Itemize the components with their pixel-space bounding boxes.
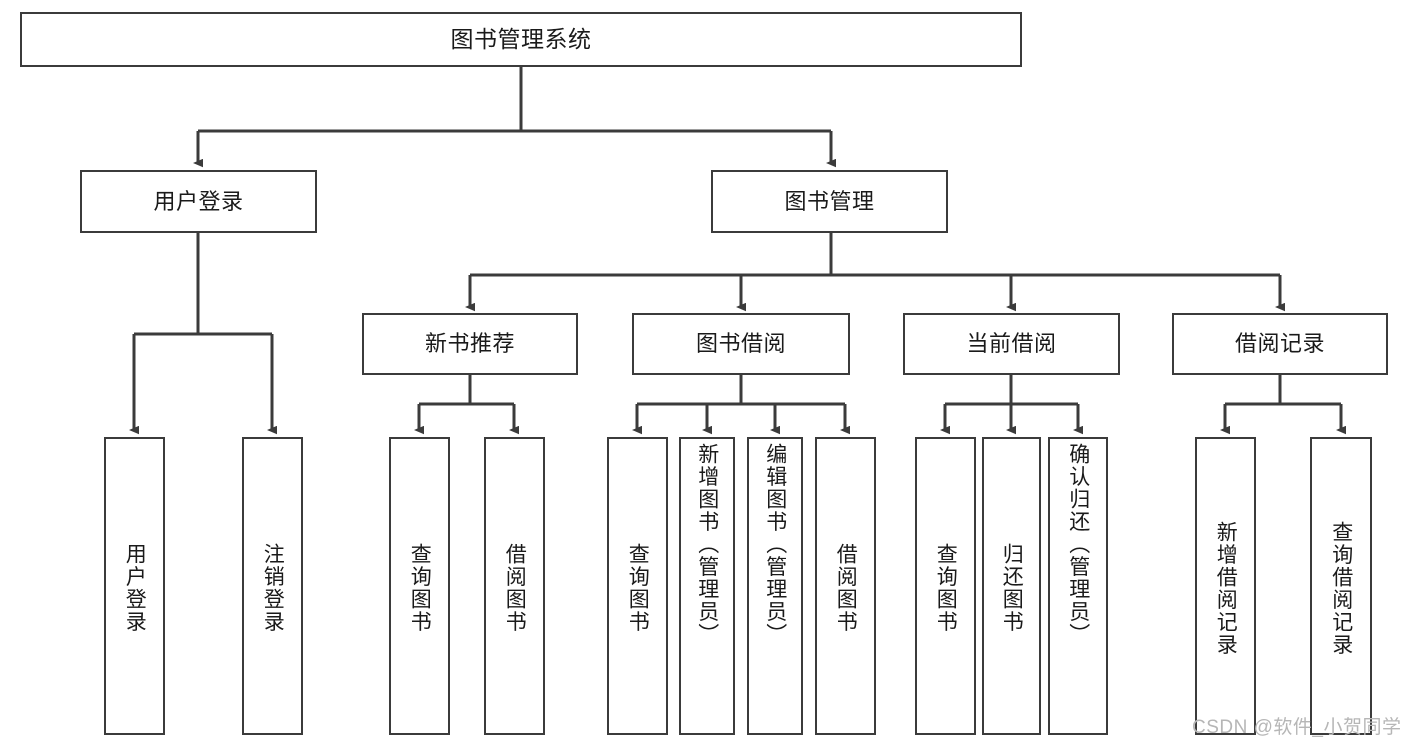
node-label: 新增图书（管理员） — [695, 443, 719, 646]
node-label: 确认归还（管理员） — [1066, 443, 1090, 646]
node-label: 借阅图书 — [503, 543, 527, 633]
node-label: 当前借阅 — [966, 331, 1057, 356]
node-label: 新书推荐 — [424, 331, 515, 356]
node-label: 图书管理系统 — [450, 26, 592, 52]
node-leaf-query-book-1[interactable]: 查询图书 — [389, 437, 450, 735]
node-label: 归还图书 — [1000, 543, 1024, 633]
node-leaf-edit-book[interactable]: 编辑图书（管理员） — [747, 437, 803, 735]
node-leaf-borrow-book-1[interactable]: 借阅图书 — [484, 437, 545, 735]
node-borrow-record[interactable]: 借阅记录 — [1172, 313, 1388, 375]
node-root-system[interactable]: 图书管理系统 — [20, 12, 1022, 67]
node-user-login[interactable]: 用户登录 — [80, 170, 317, 233]
node-label: 用户登录 — [153, 188, 244, 214]
node-leaf-query-record[interactable]: 查询借阅记录 — [1310, 437, 1372, 735]
node-current-borrow[interactable]: 当前借阅 — [903, 313, 1120, 375]
node-leaf-confirm-return[interactable]: 确认归还（管理员） — [1048, 437, 1108, 735]
node-label: 查询图书 — [408, 543, 432, 633]
node-label: 新增借阅记录 — [1214, 520, 1238, 656]
node-leaf-user-logout[interactable]: 注销登录 — [242, 437, 303, 735]
node-leaf-borrow-book-2[interactable]: 借阅图书 — [815, 437, 876, 735]
node-label: 图书管理 — [784, 188, 875, 214]
node-book-manage[interactable]: 图书管理 — [711, 170, 948, 233]
node-label: 借阅记录 — [1234, 331, 1325, 356]
node-label: 查询借阅记录 — [1329, 520, 1353, 656]
node-book-borrow[interactable]: 图书借阅 — [632, 313, 850, 375]
node-label: 图书借阅 — [695, 331, 786, 356]
node-label: 注销登录 — [261, 543, 285, 633]
node-leaf-add-record[interactable]: 新增借阅记录 — [1195, 437, 1256, 735]
csdn-watermark: CSDN @软件_小贺同学 — [1192, 717, 1402, 738]
node-leaf-user-login[interactable]: 用户登录 — [104, 437, 165, 735]
node-leaf-add-book[interactable]: 新增图书（管理员） — [679, 437, 735, 735]
node-label: 查询图书 — [934, 543, 958, 633]
node-label: 编辑图书（管理员） — [763, 443, 787, 646]
node-label: 用户登录 — [123, 543, 147, 633]
node-leaf-query-book-3[interactable]: 查询图书 — [915, 437, 976, 735]
node-leaf-return-book[interactable]: 归还图书 — [982, 437, 1041, 735]
node-label: 查询图书 — [626, 543, 650, 633]
node-new-book-recommend[interactable]: 新书推荐 — [362, 313, 578, 375]
node-leaf-query-book-2[interactable]: 查询图书 — [607, 437, 668, 735]
node-label: 借阅图书 — [834, 543, 858, 633]
